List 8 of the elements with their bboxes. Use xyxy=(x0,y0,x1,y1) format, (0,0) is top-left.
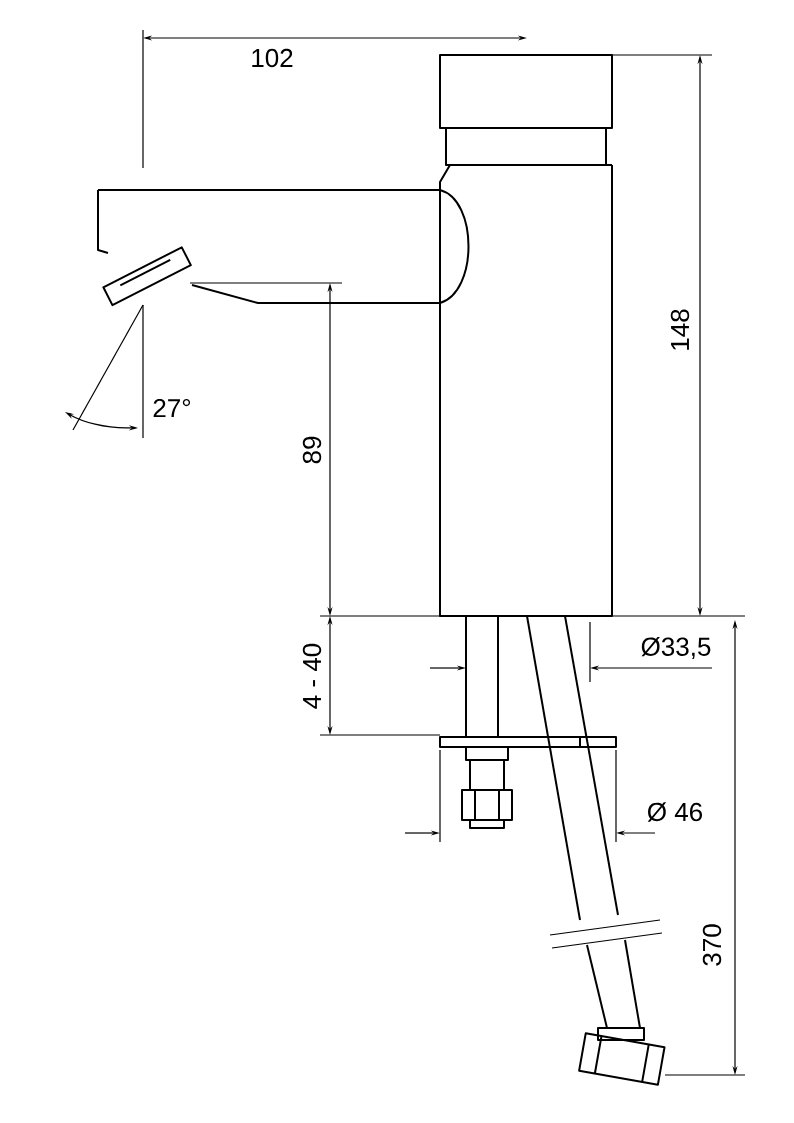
dimension-label: 89 xyxy=(302,436,322,464)
dimension-label: 102 xyxy=(252,48,293,68)
dimension-label: Ø 46 xyxy=(647,802,702,822)
dimension-label: 4 - 40 xyxy=(302,643,322,709)
dimension-label: 370 xyxy=(702,924,722,966)
dimension-label: 27° xyxy=(153,398,191,418)
dimension-label: Ø33,5 xyxy=(641,637,711,659)
dimension-label: 148 xyxy=(670,309,690,350)
